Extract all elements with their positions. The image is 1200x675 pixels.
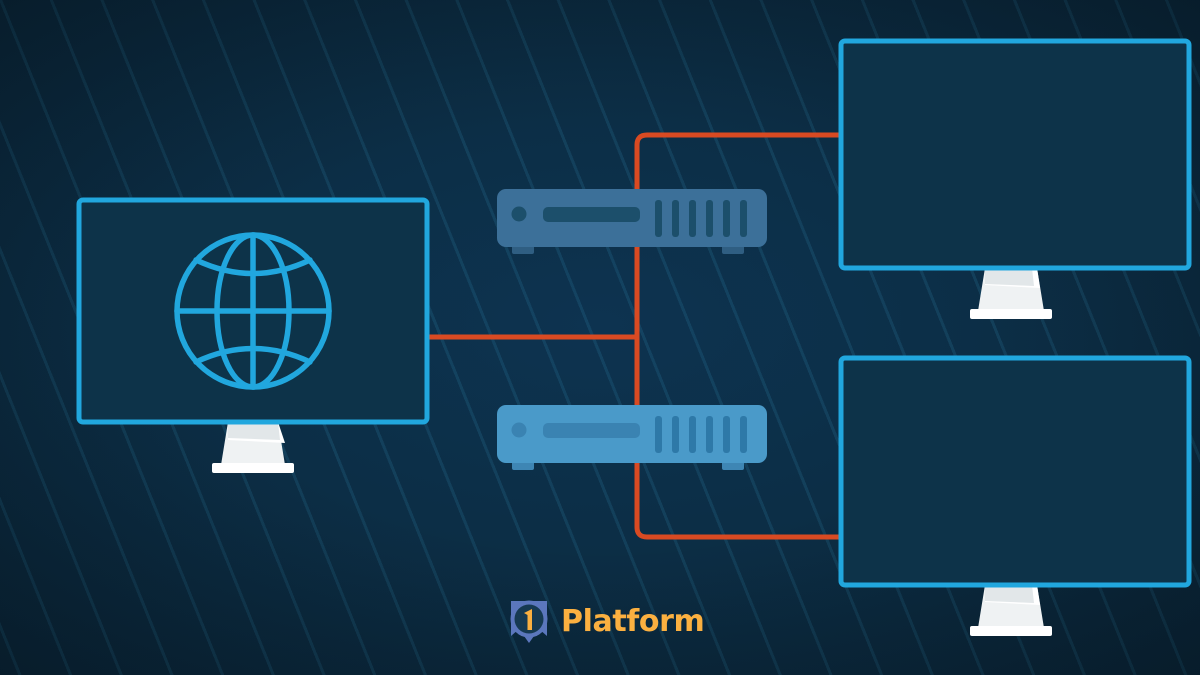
monitor-stand bbox=[970, 268, 1052, 319]
monitor-stand bbox=[212, 422, 294, 473]
monitor-top-right[interactable] bbox=[838, 38, 1192, 319]
platform-badge-icon bbox=[510, 600, 548, 643]
monitor-screen bbox=[838, 38, 1192, 271]
server-slot bbox=[543, 207, 640, 222]
server-vents bbox=[655, 200, 747, 237]
cable-bus-to-top-monitor bbox=[634, 132, 843, 146]
monitor-stand bbox=[970, 585, 1052, 636]
monitor-bottom-right[interactable] bbox=[838, 355, 1192, 636]
server-vents bbox=[655, 416, 747, 453]
monitor-screen bbox=[838, 355, 1192, 588]
server-power-led bbox=[511, 206, 527, 222]
server-power-led bbox=[511, 422, 527, 438]
platform-wordmark: Platform bbox=[561, 604, 705, 639]
server-bottom[interactable] bbox=[497, 405, 767, 470]
platform-logo[interactable]: Platform bbox=[506, 596, 705, 648]
globe-icon bbox=[174, 232, 332, 390]
globe-monitor[interactable] bbox=[76, 197, 430, 473]
server-slot bbox=[543, 423, 640, 438]
cable-bus-to-bottom-monitor bbox=[634, 526, 843, 540]
server-top[interactable] bbox=[497, 189, 767, 254]
